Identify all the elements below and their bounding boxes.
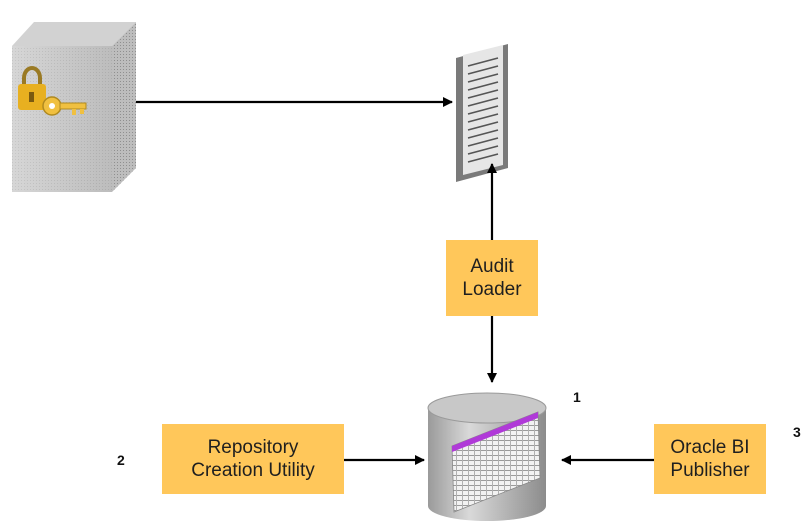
label-number-3: 3	[793, 424, 801, 440]
secure-server-icon	[12, 22, 136, 192]
label-number-1: 1	[573, 389, 581, 405]
audit-loader-box: Audit Loader	[446, 240, 538, 316]
oracle-bi-publisher-box: Oracle BI Publisher	[654, 424, 766, 494]
arrows	[136, 97, 654, 465]
audit-database-icon	[427, 392, 547, 521]
audit-log-document-icon	[456, 44, 508, 182]
repository-creation-utility-box: Repository Creation Utility	[162, 424, 344, 494]
label-number-2: 2	[117, 452, 125, 468]
